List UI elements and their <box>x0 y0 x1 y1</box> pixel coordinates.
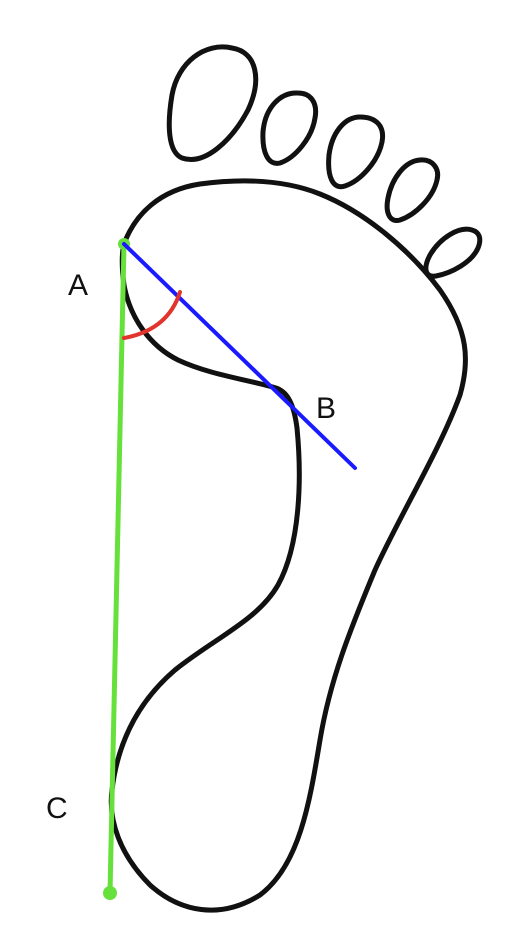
toe-big <box>166 44 259 162</box>
toe-4 <box>384 157 441 224</box>
line-ac <box>107 241 127 896</box>
label-point-a: A <box>68 269 88 302</box>
label-point-b: B <box>316 392 336 425</box>
angle-arc <box>122 290 182 340</box>
toe-2 <box>260 90 319 166</box>
label-point-c: C <box>46 792 68 825</box>
line-ab <box>122 242 357 470</box>
toe-5 <box>423 226 483 279</box>
toe-3 <box>326 114 386 190</box>
foot-outline <box>108 178 468 913</box>
point-c-dot <box>103 886 117 900</box>
toes <box>166 44 483 279</box>
